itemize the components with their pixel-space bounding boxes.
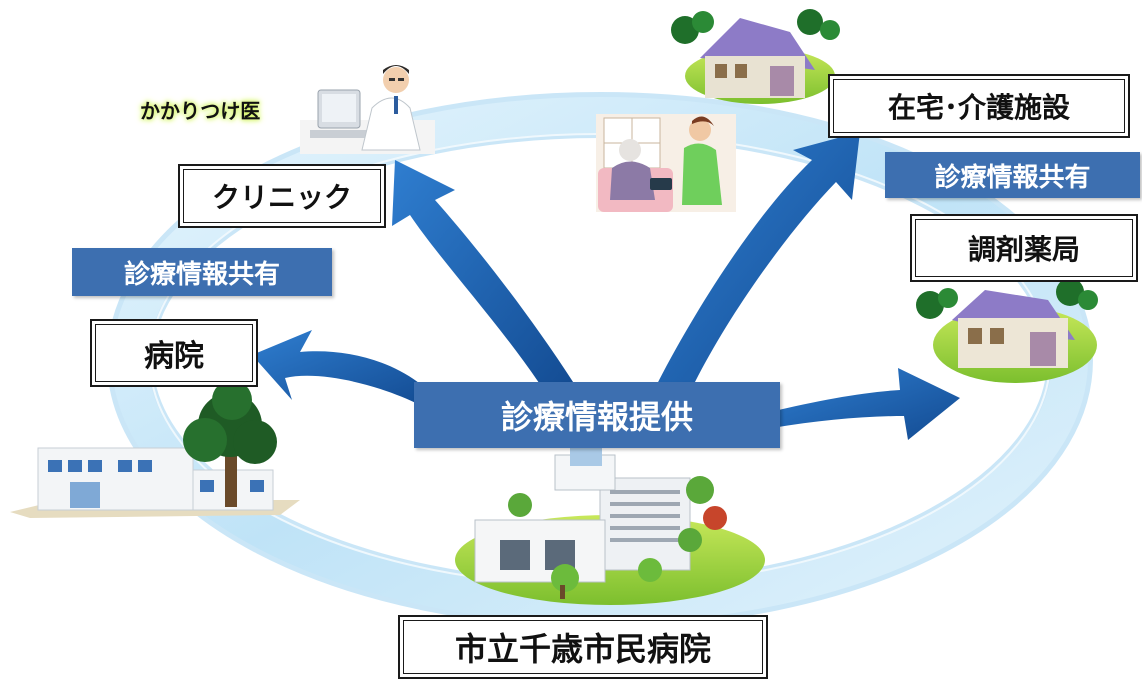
hospital-label: 病院 — [144, 339, 204, 374]
pharmacy-label: 調剤薬局 — [967, 233, 1080, 266]
homecare-label: 在宅･介護施設 — [887, 91, 1070, 124]
homecare-box: 在宅･介護施設 — [828, 74, 1130, 138]
tree-icon — [183, 380, 277, 507]
house-icon — [671, 9, 840, 104]
pharmacy-box: 調剤薬局 — [910, 214, 1138, 282]
hospital-box: 病院 — [90, 319, 258, 387]
house-icon — [916, 278, 1098, 383]
info-share-badge-right: 診療情報共有 — [885, 152, 1140, 198]
clinic-box: クリニック — [178, 164, 386, 228]
info-provide-label: 診療情報提供 — [500, 398, 693, 436]
kakaritsuke-label: かかりつけ医 — [140, 99, 261, 123]
info-share-label-right: 診療情報共有 — [934, 162, 1091, 193]
info-share-label-left: 診療情報共有 — [123, 259, 280, 290]
clinic-label: クリニック — [211, 181, 352, 214]
info-share-badge-left: 診療情報共有 — [72, 248, 332, 296]
arrow-to-hospital — [252, 330, 430, 405]
arrow-to-clinic — [392, 160, 575, 392]
hospital-building-icon — [455, 448, 765, 605]
doctor-icon — [300, 65, 435, 154]
arrow-to-pharmacy — [770, 368, 960, 440]
elder-care-icon — [596, 114, 736, 212]
city-hospital-box: 市立千歳市民病院 — [398, 615, 768, 679]
city-hospital-label: 市立千歳市民病院 — [454, 630, 711, 668]
arrow-to-homecare — [655, 132, 860, 392]
info-provide-badge: 診療情報提供 — [414, 382, 780, 448]
